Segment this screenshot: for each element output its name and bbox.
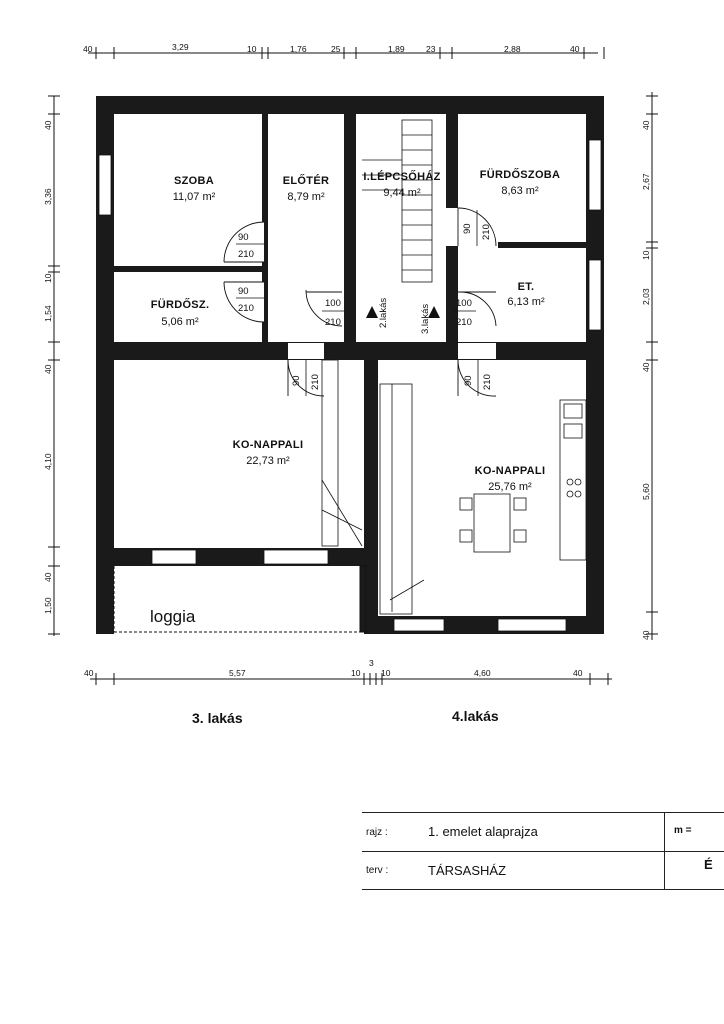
dim-left: 10 xyxy=(43,273,53,283)
dim-right: 40 xyxy=(641,120,651,130)
caption-apartment-3: 3. lakás xyxy=(192,710,243,726)
room-name-furdoszoba: FÜRDŐSZOBA xyxy=(480,168,561,181)
dim-bottom: 5,57 xyxy=(229,668,246,678)
title-block: rajz : 1. emelet alaprajza m = terv : TÁ… xyxy=(362,812,724,890)
room-name-furdosz: FÜRDŐSZ. xyxy=(151,298,210,311)
door-height: 210 xyxy=(456,317,472,328)
room-area-lepcsohaz: 9,44 m² xyxy=(383,187,421,199)
top-dimensions: 40 3,29 10 1,76 25 1,89 23 2,88 40 xyxy=(83,42,580,54)
room-name-szoba: SZOBA xyxy=(174,175,214,187)
stair-flat-labels: 2.lakás 3.lakás xyxy=(378,298,431,334)
room-name-et: ET. xyxy=(518,281,535,293)
room-area-konappali-3: 22,73 m² xyxy=(246,455,290,467)
dim-top: 23 xyxy=(426,44,436,54)
stair-label-left: 2.lakás xyxy=(378,298,389,328)
door-height: 210 xyxy=(481,224,492,240)
dim-top: 10 xyxy=(247,44,257,54)
dim-left: 1,50 xyxy=(43,597,53,614)
staircase xyxy=(362,119,433,283)
door-width: 90 xyxy=(462,223,473,234)
room-area-furdosz: 5,06 m² xyxy=(161,316,199,328)
dim-top: 25 xyxy=(331,44,341,54)
scale-label: m = xyxy=(674,825,692,836)
floor-plan: 40 3,29 10 1,76 25 1,89 23 2,88 40 40 3,… xyxy=(43,42,658,685)
door-height: 210 xyxy=(325,317,341,328)
left-dimensions: 40 3,36 10 1,54 40 4,10 40 1,50 xyxy=(43,120,53,614)
dim-right: 2,03 xyxy=(641,288,651,305)
room-area-konappali-4: 25,76 m² xyxy=(488,481,532,493)
title-row-terv: terv : TÁRSASHÁZ É xyxy=(362,851,724,889)
dim-top: 1,89 xyxy=(388,44,405,54)
door-width: 90 xyxy=(238,286,249,297)
rajz-label: rajz : xyxy=(366,827,388,838)
dim-top: 2,88 xyxy=(504,44,521,54)
room-area-eloter: 8,79 m² xyxy=(287,191,325,203)
internal-stairs xyxy=(321,359,425,615)
room-name-konappali-3: KO-NAPPALI xyxy=(233,439,304,451)
door-height: 210 xyxy=(238,303,254,314)
room-area-szoba: 11,07 m² xyxy=(173,191,216,203)
dim-right: 40 xyxy=(641,630,651,640)
dining-table xyxy=(459,493,527,553)
windows xyxy=(98,139,602,632)
room-area-furdoszoba: 8,63 m² xyxy=(501,185,539,197)
dim-bottom: 10 xyxy=(381,668,391,678)
bottom-dimensions: 40 5,57 10 3 10 4,60 40 xyxy=(84,658,583,678)
dim-left: 3,36 xyxy=(43,188,53,205)
rajz-value: 1. emelet alaprajza xyxy=(428,824,538,839)
dim-bottom: 4,60 xyxy=(474,668,491,678)
dim-right: 2,67 xyxy=(641,173,651,190)
door-swings xyxy=(223,207,497,397)
stair-label-right: 3.lakás xyxy=(420,304,431,334)
dim-top: 40 xyxy=(570,44,580,54)
terv-value: TÁRSASHÁZ xyxy=(428,863,507,878)
terv-label: terv : xyxy=(366,865,389,876)
corner-mark: É xyxy=(704,857,713,872)
room-area-et: 6,13 m² xyxy=(507,296,545,308)
dim-bottom: 10 xyxy=(351,668,361,678)
dim-right: 5,60 xyxy=(641,483,651,500)
room-name-konappali-4: KO-NAPPALI xyxy=(475,465,546,477)
stair-arrows xyxy=(366,306,440,318)
door-labels: 90 210 90 210 100 210 100 210 90 210 90 … xyxy=(236,210,493,396)
dim-bottom: 3 xyxy=(369,658,374,668)
room-name-lepcsohaz: I.LÉPCSŐHÁZ xyxy=(363,170,440,183)
dim-bottom: 40 xyxy=(84,668,94,678)
door-width: 100 xyxy=(456,298,472,309)
door-width: 90 xyxy=(238,232,249,243)
dim-left: 40 xyxy=(43,572,53,582)
dim-top: 40 xyxy=(83,44,93,54)
dim-top: 1,76 xyxy=(290,44,307,54)
dim-left: 4,10 xyxy=(43,453,53,470)
kitchen-counter xyxy=(559,399,587,561)
caption-apartment-4: 4.lakás xyxy=(452,708,499,724)
door-width: 100 xyxy=(325,298,341,309)
dim-bottom: 40 xyxy=(573,668,583,678)
door-height: 210 xyxy=(310,374,321,390)
loggia-outline xyxy=(113,565,367,633)
door-height: 210 xyxy=(482,374,493,390)
door-height: 210 xyxy=(238,249,254,260)
right-dimensions: 40 2,67 10 2,03 40 5,60 40 xyxy=(641,120,651,640)
room-name-loggia: loggia xyxy=(150,607,196,626)
dim-left: 1,54 xyxy=(43,305,53,322)
room-labels: SZOBA 11,07 m² ELŐTÉR 8,79 m² I.LÉPCSŐHÁ… xyxy=(150,168,560,626)
dim-top: 3,29 xyxy=(172,42,189,52)
door-openings xyxy=(224,208,496,359)
title-row-rajz: rajz : 1. emelet alaprajza m = xyxy=(362,813,724,852)
dim-left: 40 xyxy=(43,364,53,374)
dim-right: 40 xyxy=(641,362,651,372)
room-name-eloter: ELŐTÉR xyxy=(283,174,329,187)
door-width: 90 xyxy=(291,375,302,386)
dim-right: 10 xyxy=(641,250,651,260)
dim-left: 40 xyxy=(43,120,53,130)
door-width: 90 xyxy=(463,375,474,386)
